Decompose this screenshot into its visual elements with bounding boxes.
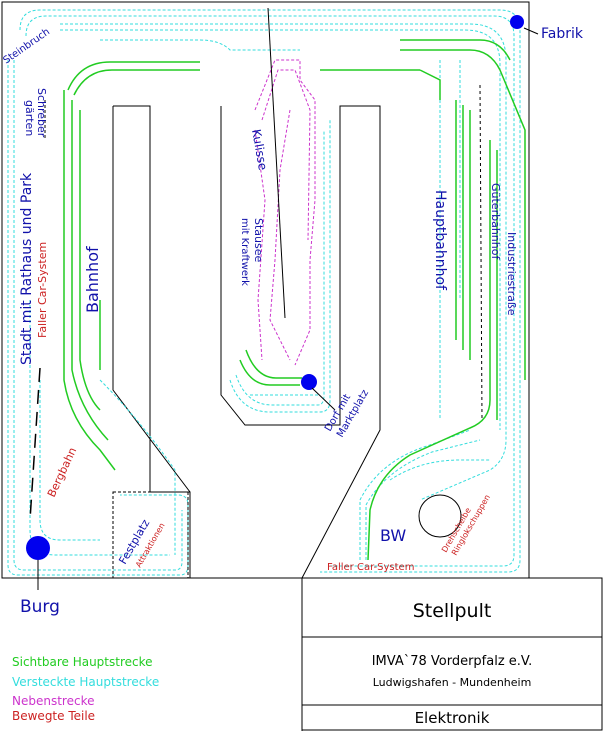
- bergbahn-line: [29, 367, 41, 521]
- visible-track-7: [400, 49, 526, 380]
- festplatz-box: [112, 491, 189, 579]
- turntable: [418, 494, 462, 538]
- branch-tracks: [254, 59, 316, 366]
- label-schreber-1: Schreber: [35, 88, 48, 138]
- pit-outline-left-2: [112, 106, 191, 493]
- hidden-track-6: [60, 29, 501, 430]
- visible-track-1: [67, 61, 200, 91]
- label-industriestrasse: Industriestraße: [505, 232, 518, 316]
- hidden-track-11: [229, 120, 331, 413]
- baseboard-outline: [1, 1, 530, 579]
- hidden-track-2: [13, 60, 183, 571]
- hidden-track-15: [365, 439, 481, 560]
- branch-track-1: [254, 59, 316, 366]
- visible-track-16: [239, 359, 300, 386]
- label-faller-bottom: Faller Car-System: [327, 562, 414, 573]
- label-hauptbahnhof: Hauptbahnhof: [432, 190, 448, 291]
- fabrik-marker-icon: [510, 15, 524, 29]
- visible-track-14: [419, 69, 441, 100]
- label-stausee-2: mit Kraftwerk: [239, 218, 250, 286]
- label-gueterbahnhof: Güterbahnhof: [489, 183, 502, 260]
- hidden-track-1: [7, 60, 189, 576]
- visible-track-3: [63, 90, 116, 471]
- verein-ort: Ludwigshafen - Mundenheim: [373, 676, 532, 689]
- pit-outline-left: [113, 105, 191, 578]
- branch-track-3: [269, 109, 291, 361]
- label-steinbruch: Steinbruch: [1, 26, 52, 66]
- visible-track-2: [73, 69, 200, 96]
- label-schreber-2: gärten: [23, 100, 36, 136]
- hidden-track-4: [25, 15, 515, 567]
- legend-branch: Nebenstrecke: [12, 694, 94, 708]
- legend-moving: Bewegte Teile: [12, 709, 95, 723]
- burg-marker-icon: [26, 536, 50, 560]
- hidden-track-8: [39, 380, 100, 541]
- dorf-leader: [311, 387, 336, 411]
- label-bw: BW: [380, 526, 406, 545]
- label-fabrik: Fabrik: [541, 26, 584, 42]
- visible-track-8: [400, 39, 511, 61]
- visible-track-4: [71, 100, 109, 441]
- legend-visible-main: Sichtbare Hauptstrecke: [12, 655, 153, 669]
- legend-hidden-main: Versteckte Hauptstrecke: [12, 675, 159, 689]
- label-kulisse: Kulisse: [249, 128, 270, 171]
- hidden-track-7: [100, 39, 300, 51]
- kulisse-backdrop-line: [267, 7, 286, 319]
- hidden-track-14: [359, 429, 471, 560]
- elektronik-label: Elektronik: [415, 709, 490, 727]
- pit-outline-middle: [220, 105, 381, 731]
- stellpult-title: Stellpult: [413, 600, 492, 622]
- visible-track-12: [367, 140, 491, 561]
- hidden-main-tracks: [7, 9, 521, 576]
- label-bahnhof: Bahnhof: [83, 246, 102, 313]
- label-burg: Burg: [20, 597, 60, 617]
- visible-main-tracks: [63, 39, 526, 561]
- dorf-marker-icon: [301, 374, 317, 390]
- fabrik-leader: [523, 27, 539, 35]
- gueter-divider: [479, 84, 483, 421]
- label-faller-left: Faller Car-System: [36, 242, 49, 338]
- hidden-track-10: [99, 379, 176, 555]
- label-stadt: Stadt mit Rathaus und Park: [19, 172, 35, 365]
- label-bergbahn: Bergbahn: [45, 445, 79, 499]
- hidden-track-16: [389, 459, 490, 481]
- info-box: [301, 577, 603, 731]
- verein-name: IMVA`78 Vorderpfalz e.V.: [372, 654, 533, 669]
- label-stausee-1: Stausee: [252, 218, 265, 263]
- branch-track-4: [254, 129, 266, 361]
- visible-track-17: [245, 349, 302, 379]
- visible-track-5: [79, 110, 101, 411]
- branch-track-2: [261, 69, 311, 241]
